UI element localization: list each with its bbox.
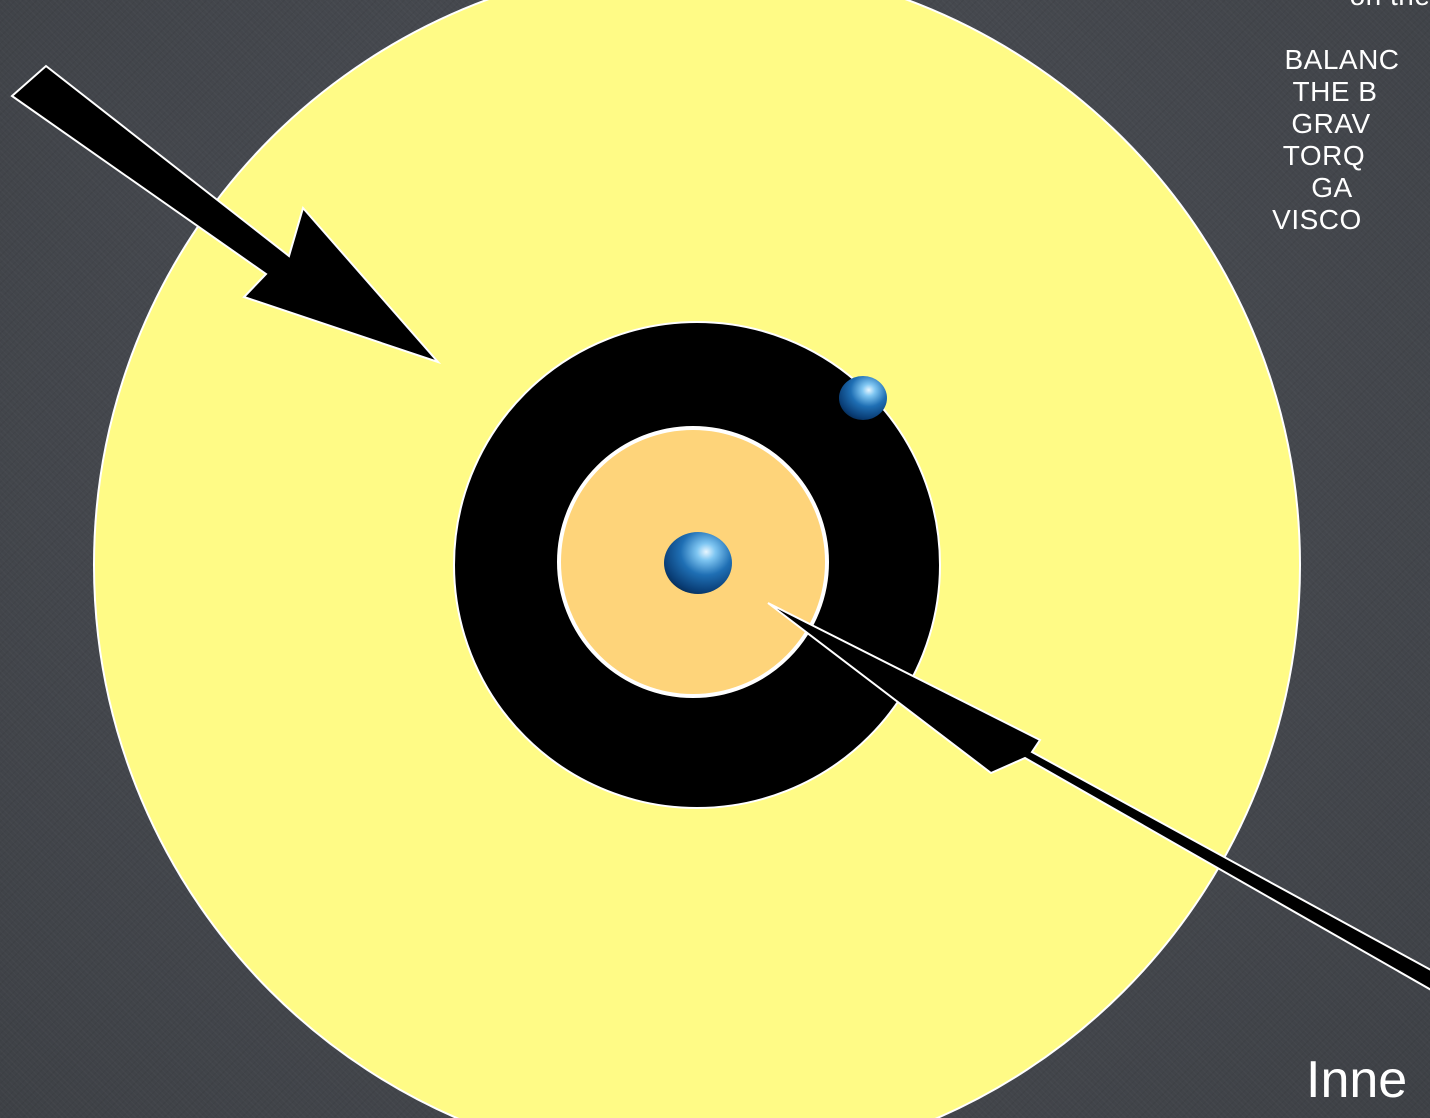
- planet: [839, 376, 887, 420]
- side-text-line-2: BALANC: [1084, 44, 1430, 76]
- side-text-line-4: GRAV: [1062, 108, 1430, 140]
- inner-label: Inne: [1306, 1050, 1407, 1110]
- side-text-line-5: TORQ: [1048, 140, 1430, 172]
- side-text-line-1: on the: [1180, 0, 1430, 12]
- central-star: [664, 532, 732, 594]
- side-annotation-text: on the BALANC THE B GRAV TORQ GA VISCO: [1180, 0, 1430, 236]
- side-text-line-6: GA: [1064, 172, 1430, 204]
- side-text-line-7: VISCO: [1034, 204, 1430, 236]
- side-text-line-3: THE B: [1070, 76, 1430, 108]
